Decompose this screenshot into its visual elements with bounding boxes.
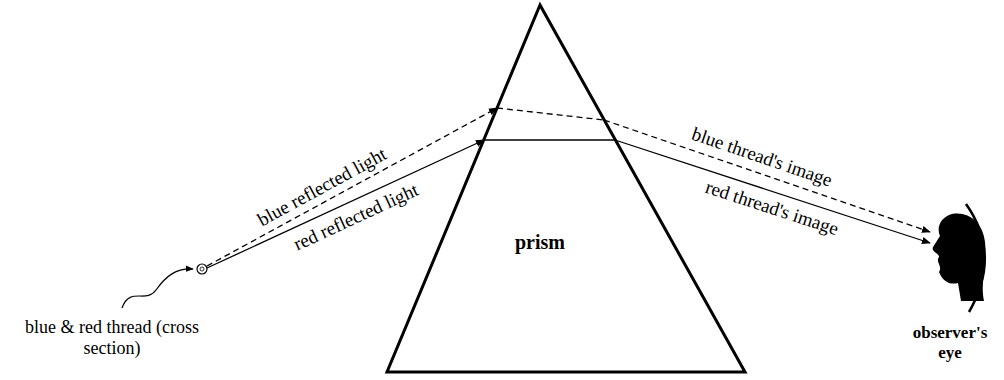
prism-outline [387, 5, 745, 372]
part-name: prism [515, 231, 565, 254]
thread-label: blue & red thread (cross section) [22, 317, 202, 358]
red-incoming-ray [207, 140, 484, 268]
eye-arc [966, 204, 985, 312]
thread-core [200, 267, 204, 271]
blue-ray-in-prism [497, 108, 604, 120]
thread-cross-section [197, 264, 207, 274]
leader-line [122, 269, 193, 308]
observer-label: observer's eye [900, 323, 1000, 362]
red-ray-in-prism [484, 139, 615, 140]
blue-incoming-ray [207, 108, 497, 266]
